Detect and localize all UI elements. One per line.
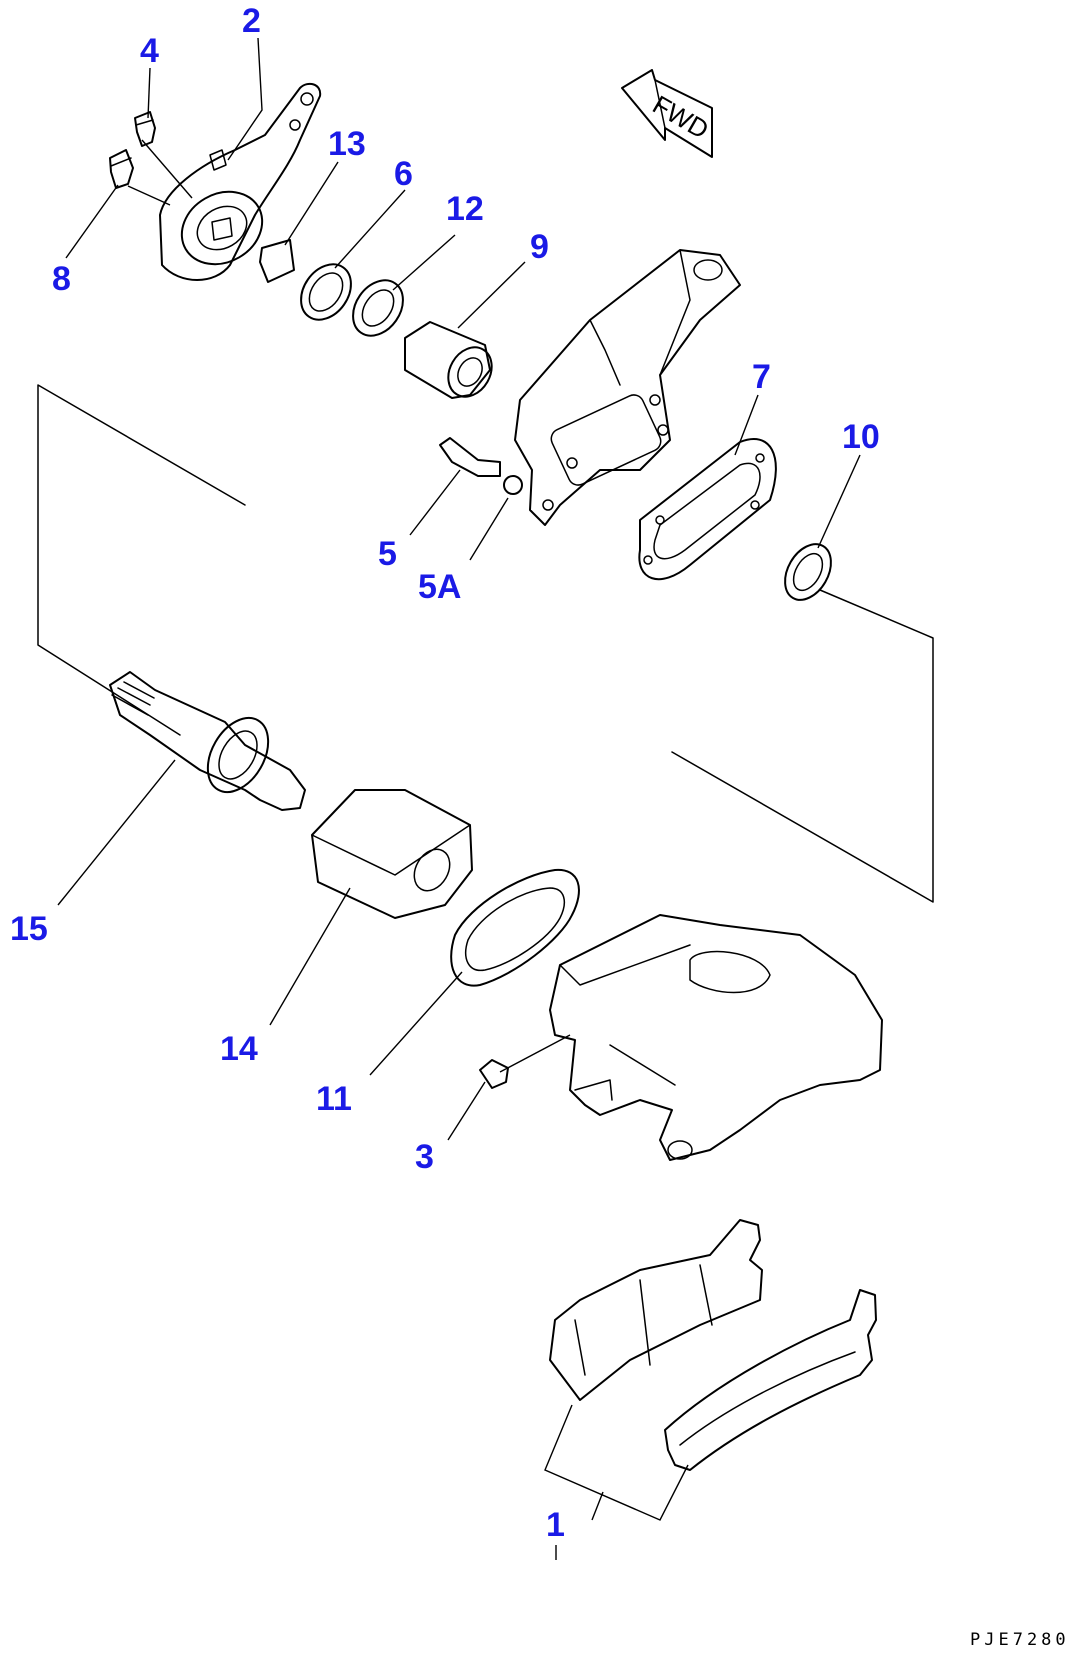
callout-5a: 5A: [418, 568, 461, 606]
callout-8: 8: [52, 260, 71, 298]
callout-12: 12: [446, 190, 484, 228]
callout-6: 6: [394, 155, 413, 193]
part-10-ring: [784, 543, 832, 601]
drawing-code: PJE7280: [970, 1630, 1070, 1650]
callout-2: 2: [242, 2, 261, 40]
part-14-bushing: [311, 789, 473, 919]
fwd-label: FWD: [648, 89, 714, 145]
callout-15: 15: [10, 910, 48, 948]
part-bracket-housing: [514, 249, 741, 526]
part-6-washer: [300, 263, 352, 321]
part-7-gasket: [638, 438, 777, 581]
callout-7: 7: [752, 358, 771, 396]
part-1-brake-pads: [549, 1219, 877, 1471]
callout-1: 1: [546, 1506, 565, 1544]
part-9-bushing: [404, 321, 493, 399]
part-4-nipple: [134, 111, 156, 147]
reference-plane: [37, 384, 934, 903]
part-12-seal: [352, 279, 404, 337]
callout-11: 11: [316, 1080, 352, 1118]
callout-10: 10: [842, 418, 880, 456]
callout-3: 3: [415, 1138, 434, 1176]
part-5-bolt: [439, 437, 501, 477]
part-8-nipple: [109, 149, 134, 189]
part-caliper-body: [549, 914, 883, 1161]
callout-9: 9: [530, 228, 549, 266]
callout-labels: 2 4 8 13 6 12 9 7 10 5 5A 15 14 11 3 1: [10, 2, 880, 1544]
callout-14: 14: [220, 1030, 258, 1068]
callout-5: 5: [378, 535, 397, 573]
leader-lines: [57, 37, 861, 1560]
part-5a-washer: [503, 475, 523, 495]
callout-4: 4: [140, 32, 159, 70]
part-15-camshaft: [109, 671, 306, 811]
part-11-seal: [450, 868, 580, 987]
part-3-bleeder: [479, 1059, 509, 1089]
part-13-key: [259, 239, 295, 283]
part-slack-adjuster: [159, 82, 322, 281]
callout-13: 13: [328, 125, 366, 163]
fwd-arrow: FWD: [621, 69, 714, 158]
